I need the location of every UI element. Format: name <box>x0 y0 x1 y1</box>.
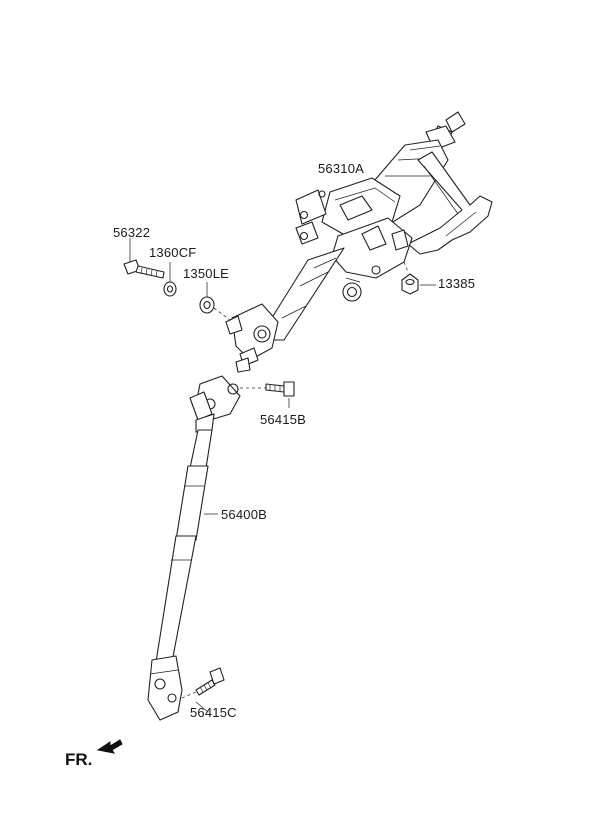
bolt-56322 <box>123 259 165 279</box>
front-direction-label: FR. <box>65 750 93 769</box>
nut-13385 <box>401 273 419 295</box>
part-label-56310a: 56310A <box>318 161 365 176</box>
upper-universal-joint <box>189 375 241 433</box>
part-label-1360cf: 1360CF <box>149 245 197 260</box>
lower-universal-joint <box>147 655 183 721</box>
part-label-56415b: 56415B <box>260 412 307 427</box>
intermediate-shaft-56400b <box>155 429 213 663</box>
washer-1360cf <box>163 281 177 297</box>
dash-line-washer <box>213 307 231 321</box>
part-label-56400b: 56400B <box>221 507 268 522</box>
part-label-56322: 56322 <box>113 225 151 240</box>
steering-column-assembly <box>225 111 493 373</box>
dash-line-nut <box>403 261 409 273</box>
bolt-56415b <box>240 381 295 397</box>
washer-1350le <box>199 296 215 314</box>
leader-56415c <box>195 701 209 713</box>
part-label-1350le: 1350LE <box>183 266 230 281</box>
part-label-56415c: 56415C <box>190 705 237 720</box>
bolt-56415c <box>181 667 225 699</box>
front-arrow-icon <box>96 739 123 754</box>
part-label-13385: 13385 <box>438 276 476 291</box>
